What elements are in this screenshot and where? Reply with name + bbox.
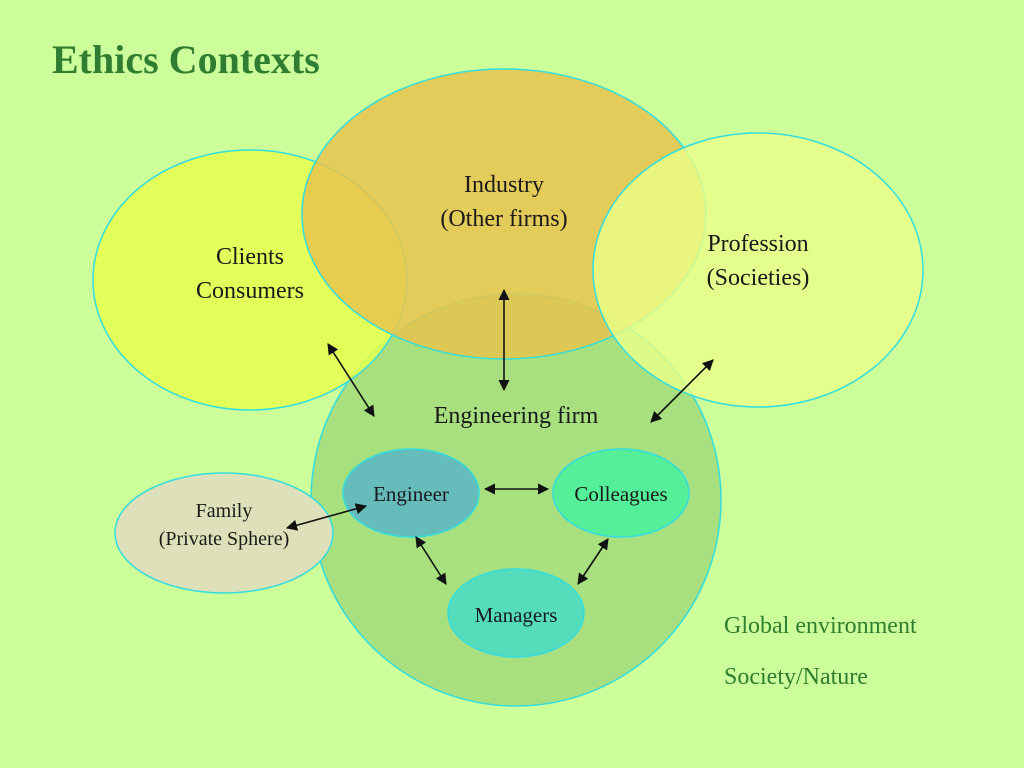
arrow-colleagues-managers (577, 538, 609, 585)
engineering-firm-label: Engineering firm (434, 403, 599, 429)
arrow-engineer-managers (415, 536, 447, 585)
page-title: Ethics Contexts (52, 37, 320, 82)
family-label-line1: Family (196, 500, 253, 522)
colleagues-label: Colleagues (574, 482, 667, 506)
industry-label-line1: Industry (464, 172, 544, 198)
profession-label-line1: Profession (707, 231, 808, 257)
engineer-label: Engineer (373, 482, 449, 506)
profession-circle (592, 132, 924, 408)
global-environment-label: Global environment (724, 613, 917, 639)
clients-label-line2: Consumers (196, 278, 304, 304)
managers-circle (447, 568, 585, 658)
profession-label-line2: (Societies) (707, 265, 810, 291)
clients-label-line1: Clients (216, 244, 284, 270)
arrow-engineer-family (285, 503, 368, 531)
arrow-profession-firm (650, 359, 714, 423)
family-label-line2: (Private Sphere) (159, 528, 290, 550)
arrow-clients-firm (327, 343, 375, 417)
colleagues-circle (552, 448, 690, 538)
managers-label: Managers (475, 603, 558, 627)
engineer-circle (342, 448, 480, 538)
industry-label-line2: (Other firms) (440, 206, 567, 232)
society-nature-label: Society/Nature (724, 664, 868, 690)
family-circle (114, 472, 334, 594)
